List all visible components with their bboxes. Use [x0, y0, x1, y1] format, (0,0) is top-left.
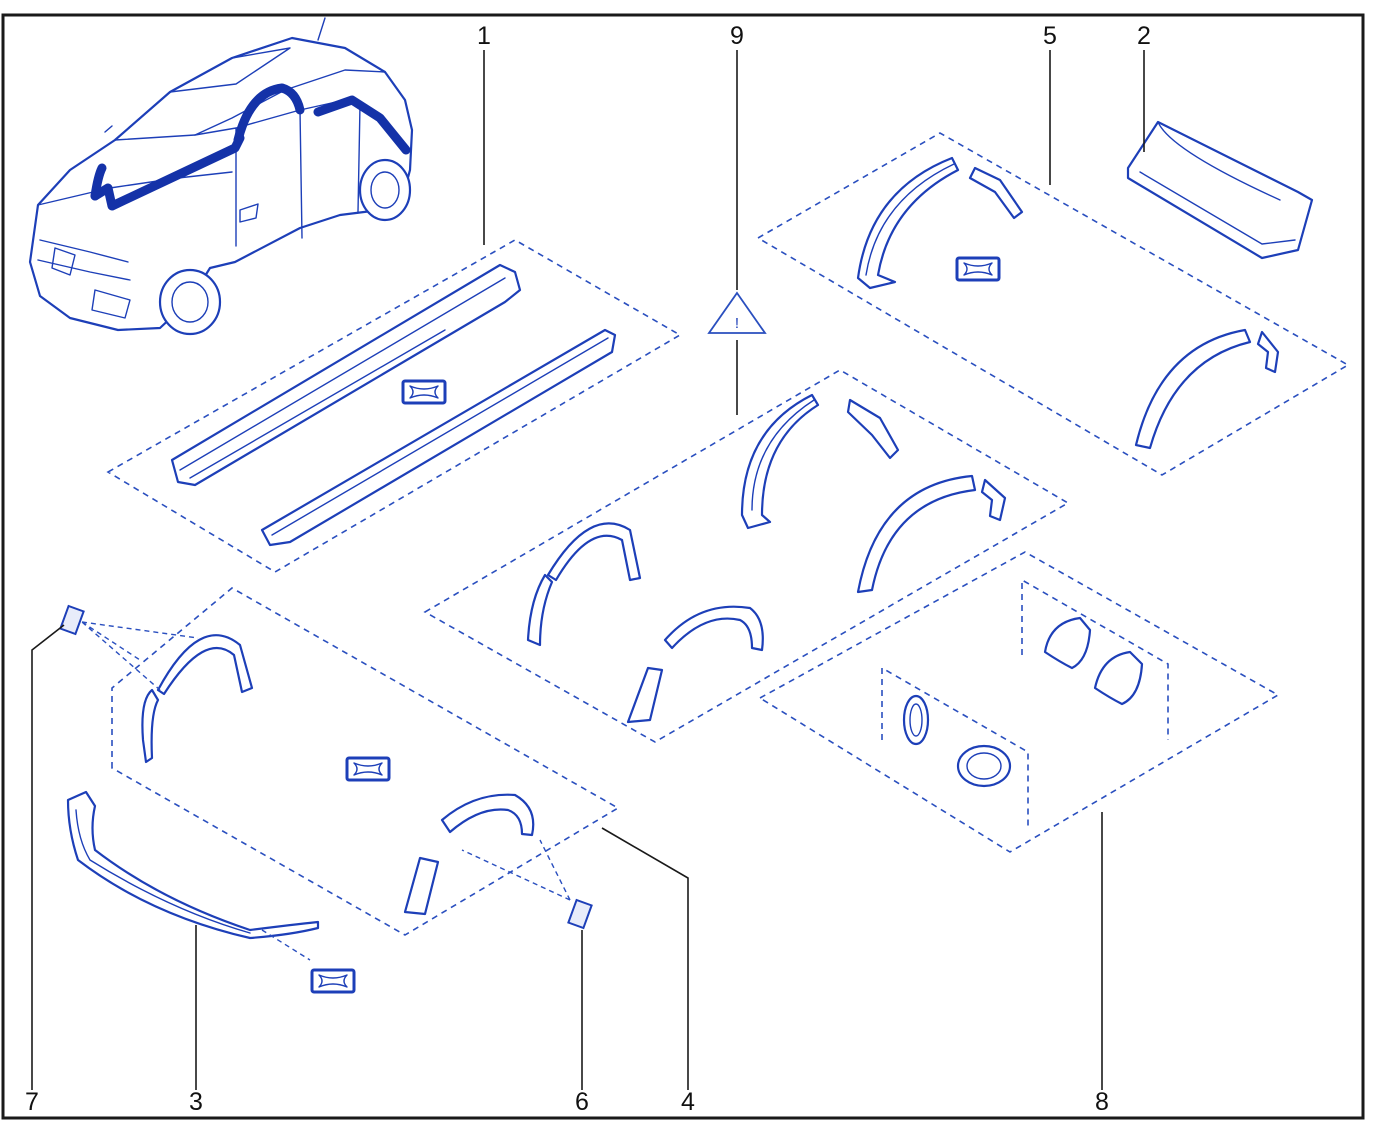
callout-2: 2 [1137, 22, 1151, 50]
callout-8: 8 [1095, 1088, 1109, 1116]
group-9-outline [423, 369, 1070, 743]
callout-9: 9 [730, 22, 744, 50]
group-1-package-icon [401, 379, 447, 405]
car-icon [28, 17, 414, 336]
part-7-clip [59, 604, 85, 636]
part-3-package-icon [310, 968, 356, 994]
group-1-outline [106, 239, 682, 573]
group-4-outline [111, 587, 620, 936]
group-4-arch-kit [59, 587, 620, 936]
callout-labels: 1 9 5 2 7 3 6 4 8 [25, 22, 1151, 1116]
part-3-front-lip [66, 790, 356, 994]
group-5-package-icon [955, 256, 1001, 282]
callout-4: 4 [681, 1088, 695, 1116]
group-5-wheel-arches [756, 132, 1350, 476]
group-8-outline [758, 551, 1280, 853]
diagram-frame [1, 13, 1365, 1120]
group-9-wheel-arches: ! [423, 291, 1070, 743]
group-8-trim-kit [758, 551, 1280, 853]
group-1-side-sills [106, 239, 682, 573]
part-6-clip [567, 898, 593, 930]
part-2-trunk-sill [1126, 120, 1314, 260]
callout-7: 7 [25, 1088, 39, 1116]
callout-6: 6 [575, 1088, 589, 1116]
callout-1: 1 [477, 22, 491, 50]
warning-symbol: ! [735, 315, 739, 332]
group-4-package-icon [345, 756, 391, 782]
leader-lines [31, 50, 1145, 1090]
callout-5: 5 [1043, 22, 1057, 50]
callout-3: 3 [189, 1088, 203, 1116]
warning-triangle-icon: ! [707, 291, 767, 334]
